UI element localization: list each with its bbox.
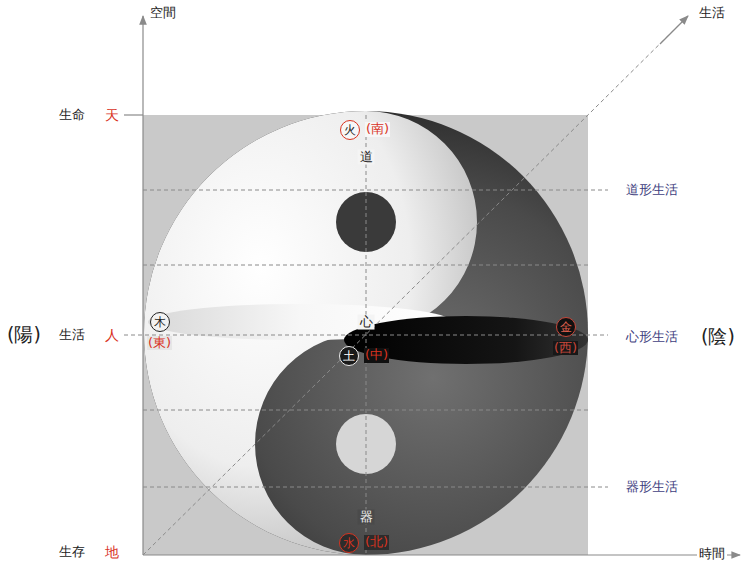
region-label: 器 (358, 510, 375, 525)
axis-label: 生活 (697, 6, 727, 21)
element-circle: 木(東) (150, 312, 170, 332)
direction-label: (東) (147, 336, 172, 350)
direction-label: (南) (365, 122, 390, 136)
element-character: 火 (344, 124, 356, 136)
element-circle: 火(南) (340, 120, 360, 140)
axis-label: 空間 (148, 6, 178, 21)
level-label: 人 (103, 327, 121, 343)
level-label: 生存 (57, 545, 87, 560)
direction-label: (中) (364, 348, 389, 362)
region-label: 道 (358, 150, 375, 165)
element-character: 土 (343, 350, 355, 362)
dark-band (344, 316, 588, 364)
life-form-label: 心形生活 (624, 330, 680, 345)
level-label: 地 (103, 544, 121, 560)
element-circle: 土(中) (339, 346, 359, 366)
element-circle: 金(西) (556, 317, 576, 337)
level-label: 生活 (57, 328, 87, 343)
grid-lines (124, 20, 684, 555)
axes (124, 16, 740, 555)
level-label: 天 (103, 107, 121, 123)
direction-label: (西) (553, 341, 578, 355)
level-label: 生命 (57, 108, 87, 123)
axis-label: 時間 (697, 547, 727, 562)
element-character: 金 (560, 321, 572, 333)
yin-yang-label: (陰) (699, 326, 737, 348)
region-label: 心 (358, 315, 375, 330)
direction-label: (北) (364, 535, 389, 549)
life-form-label: 器形生活 (624, 480, 680, 495)
element-circle: 水(北) (339, 533, 359, 553)
life-form-label: 道形生活 (624, 183, 680, 198)
element-character: 水 (343, 537, 355, 549)
yin-yang-label: (陽) (5, 324, 43, 346)
element-character: 木 (154, 316, 166, 328)
